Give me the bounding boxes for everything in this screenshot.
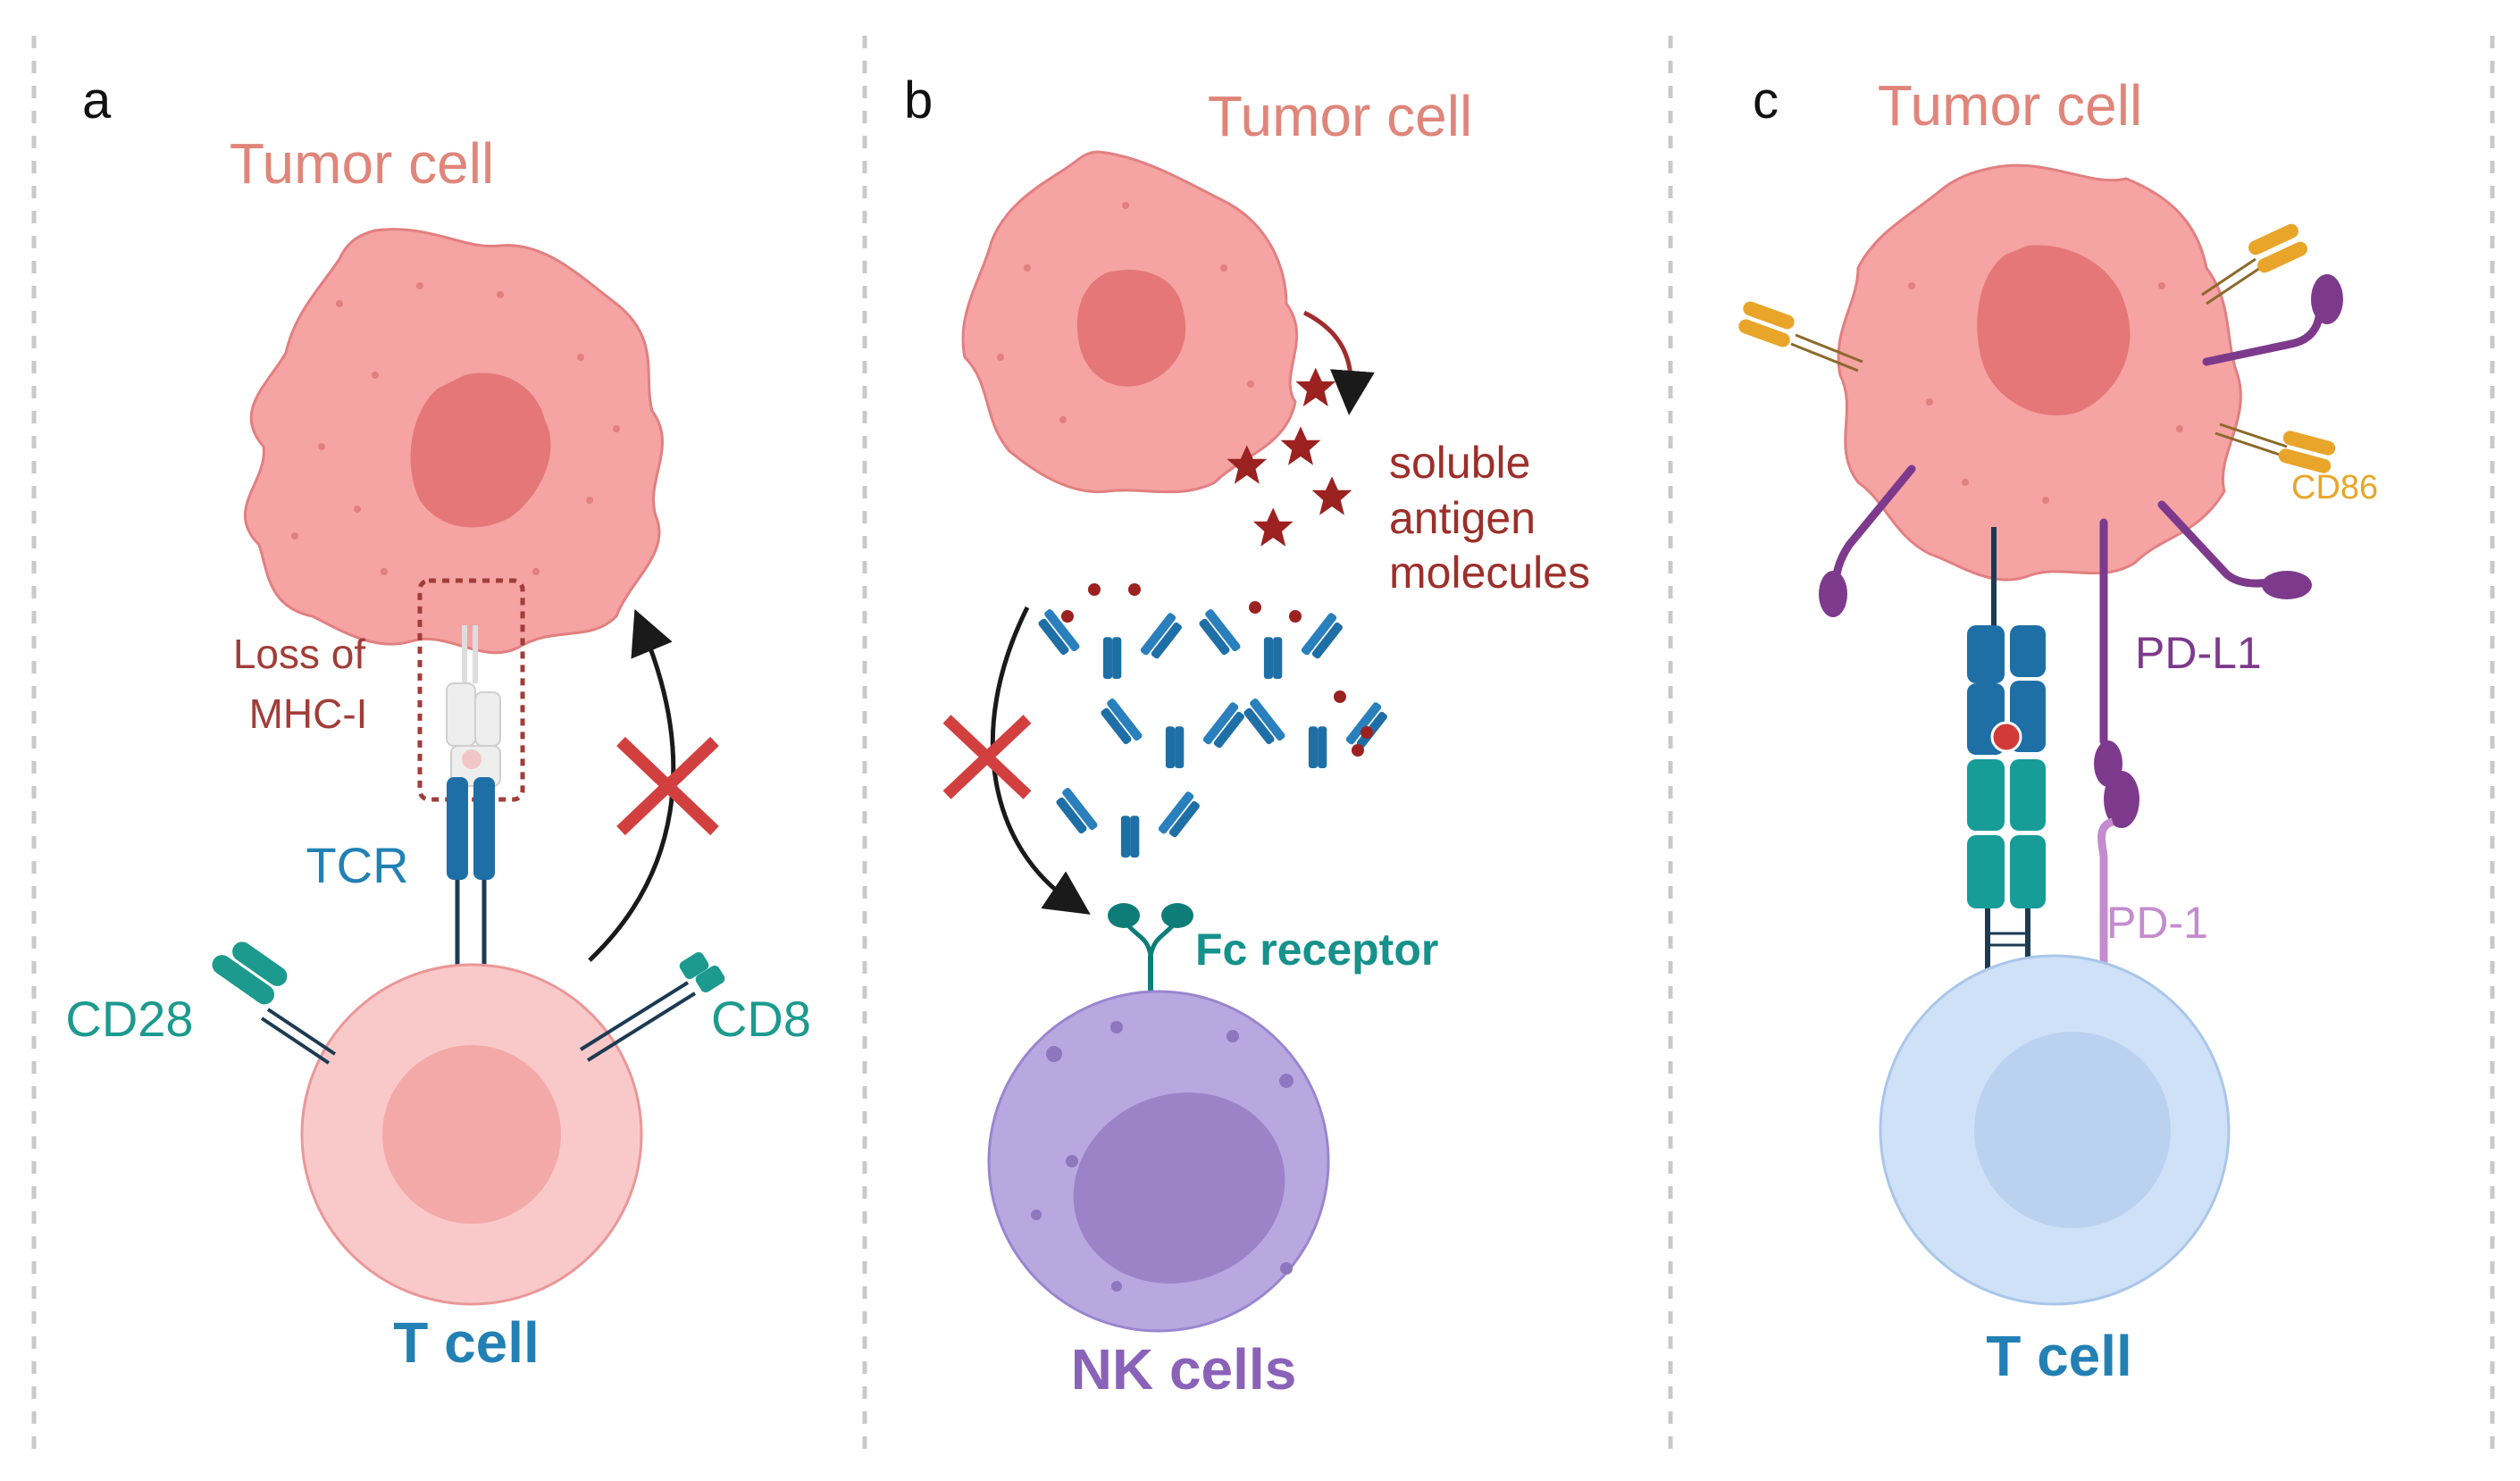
cd86-label: CD86 <box>2291 469 2378 506</box>
cd86-molecule-right <box>2214 423 2336 473</box>
panel-b: b Tumor cell soluble antigen molecules <box>904 71 1590 1402</box>
tumor-cell-label-c: Tumor cell <box>1878 73 2142 138</box>
cd28-label: CD28 <box>65 991 193 1047</box>
t-cell-a <box>300 963 643 1306</box>
nk-cells-label: NK cells <box>1071 1337 1297 1402</box>
antibody-cluster <box>1034 583 1391 858</box>
panel-letter-b: b <box>904 71 933 130</box>
cd8-receptor <box>579 951 725 1062</box>
tcr-receptor <box>447 777 495 969</box>
t-cell-label-c: T cell <box>1986 1324 2132 1388</box>
cd86-molecule-top <box>2201 223 2307 305</box>
t-cell-c <box>1879 954 2231 1306</box>
t-cell-label-a: T cell <box>393 1310 540 1375</box>
cd28-receptor <box>212 941 337 1065</box>
pd-l1-molecule-lower-right <box>2157 500 2312 599</box>
panel-letter-c: c <box>1753 71 1779 130</box>
panel-c: c Tumor cell CD <box>1738 71 2378 1388</box>
mhc-i-molecule-ghost <box>446 625 501 787</box>
soluble-label-line1: soluble <box>1389 438 1530 488</box>
pd-l1-molecule-engaged <box>2094 518 2139 828</box>
block-cross-a <box>616 736 719 836</box>
block-cross-b <box>942 715 1032 799</box>
blocked-recognition-arrow <box>588 608 676 962</box>
fc-receptor-label: Fc receptor <box>1195 925 1438 975</box>
tumor-cell-label-a: Tumor cell <box>230 131 494 196</box>
cd8-label: CD8 <box>711 991 811 1047</box>
soluble-label-line2: antigen <box>1389 493 1536 543</box>
nk-cell <box>987 990 1330 1333</box>
tumor-cell-c <box>1837 163 2242 582</box>
cd86-molecule-left <box>1738 301 1863 372</box>
blocked-adcc-arrow <box>990 606 1091 915</box>
pd-1-label: PD-1 <box>2106 898 2208 948</box>
panel-letter-a: a <box>82 71 112 130</box>
loss-of-mhc-label-line2: MHC-I <box>249 690 368 737</box>
mhc-loss-box <box>417 578 525 802</box>
tumor-cell-label-b: Tumor cell <box>1208 84 1472 148</box>
soluble-label-line3: molecules <box>1389 548 1590 598</box>
pd-l1-molecule-upper-right <box>2202 274 2343 366</box>
pd-l1-molecule-left <box>1819 464 1916 617</box>
loss-of-mhc-label-line1: Loss of <box>233 631 366 677</box>
tcr-label: TCR <box>306 837 408 893</box>
tumor-cell-b <box>961 150 1298 494</box>
pd-l1-label: PD-L1 <box>2135 628 2262 678</box>
tumor-cell-a <box>243 228 664 655</box>
release-arrow <box>1302 310 1375 415</box>
panel-a: a Tumor cell Loss of MHC-I <box>65 71 811 1375</box>
